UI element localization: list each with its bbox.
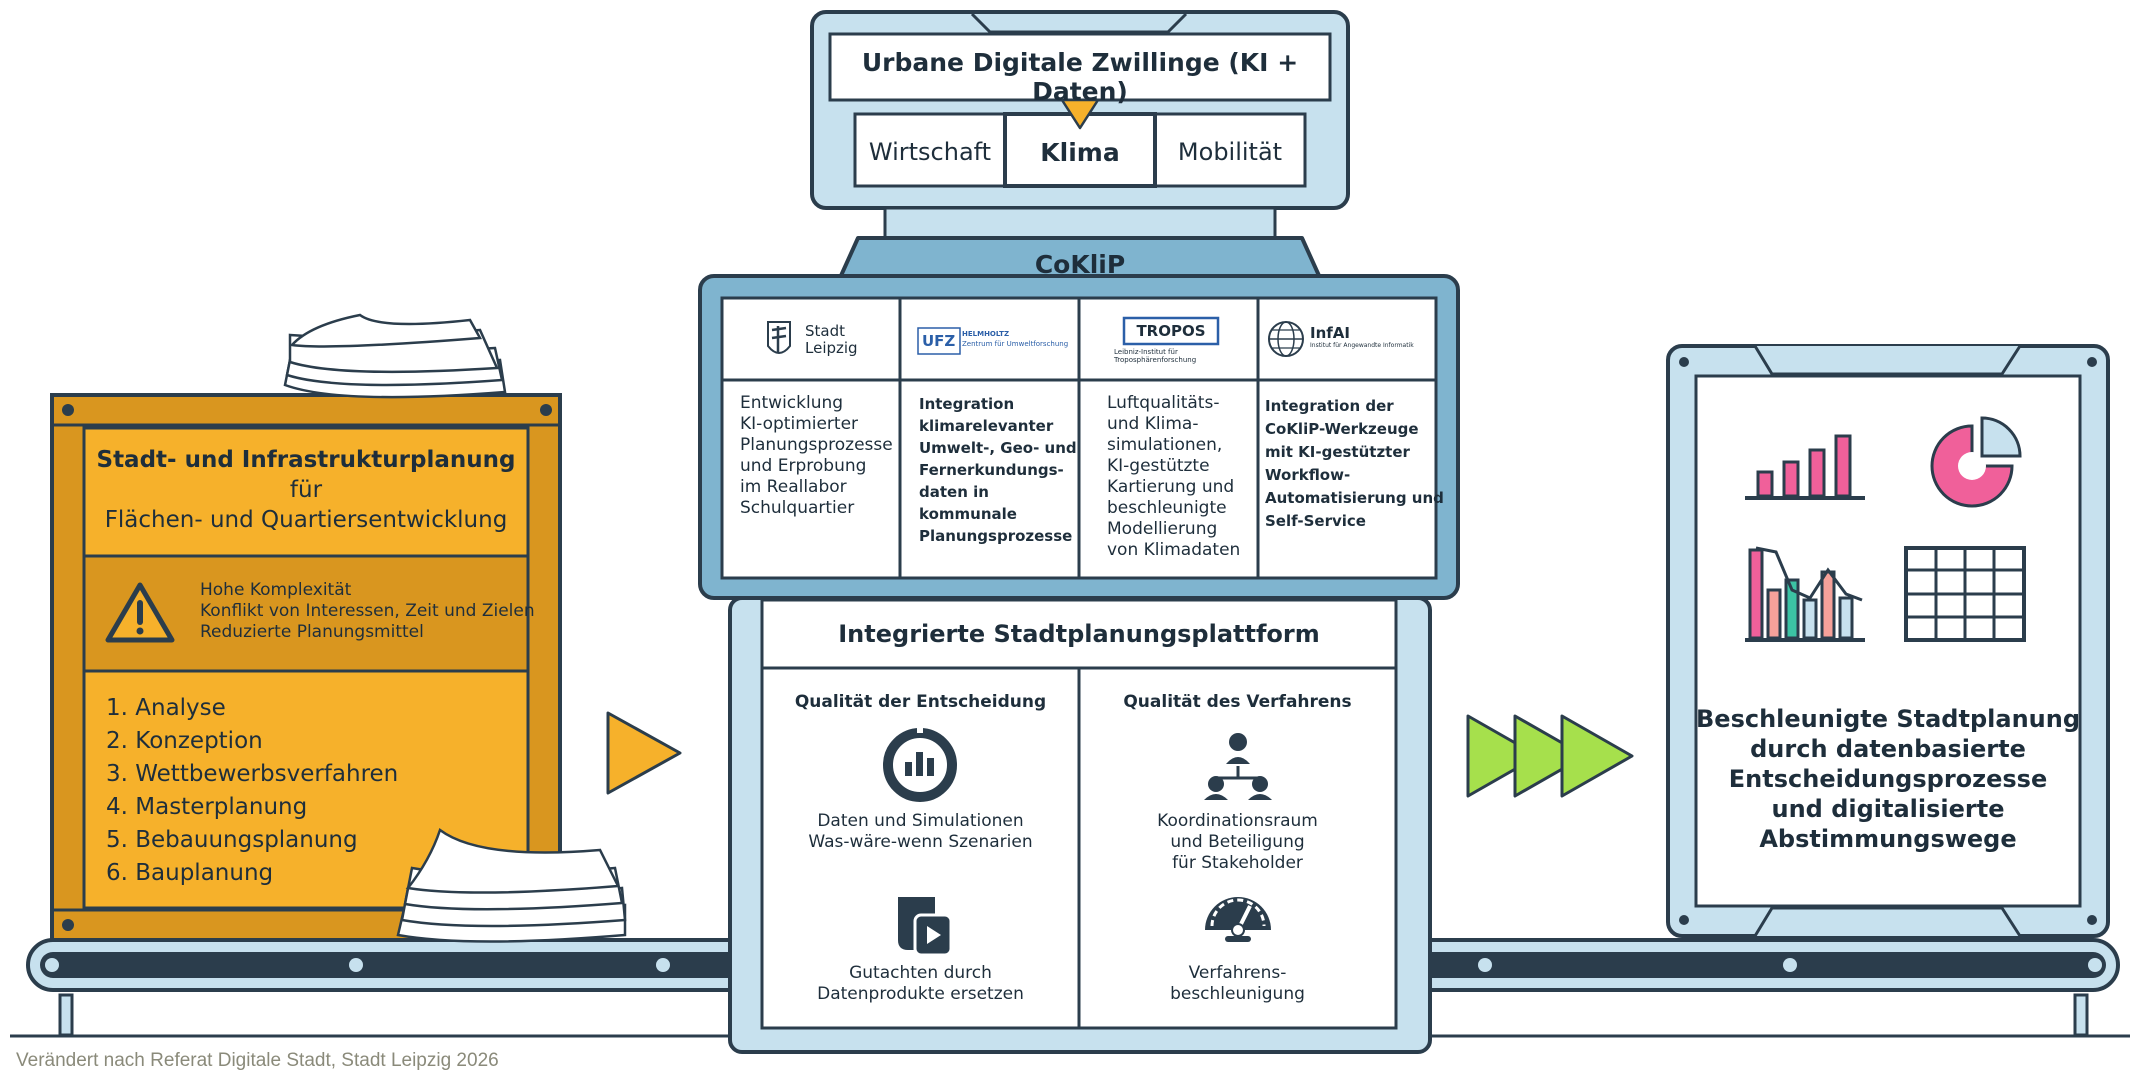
coklip-title: CoKliP (1034, 250, 1126, 279)
source-credit: Verändert nach Referat Digitale Stadt, S… (16, 1050, 499, 1071)
planning-steps: 1. Analyse 2. Konzeption 3. Wettbewerbsv… (106, 692, 398, 890)
partner-logo-leipzig: Stadt Leipzig (805, 322, 858, 357)
document-video-icon (898, 897, 953, 957)
warning-icon (105, 582, 175, 643)
step-bauplanung: 6. Bauplanung (106, 860, 274, 886)
column-heading-procedure: Qualität des Verfahrens (1123, 692, 1352, 712)
partner-logo-tropos-sub: Leibniz-Institut für Troposphärenforschu… (1114, 348, 1197, 364)
pie-chart-icon (1930, 416, 2022, 508)
step-analyse: 1. Analyse (106, 695, 226, 721)
planning-warnings: Hohe Komplexität Konflikt von Interessen… (200, 580, 535, 642)
leipzig-crest-icon (767, 321, 791, 354)
tropos-logo (1122, 316, 1220, 346)
tab-mobilitaet[interactable]: Mobilität (1177, 138, 1283, 166)
result-monitor (1666, 344, 2110, 938)
paper-stack-top (283, 313, 507, 399)
tab-wirtschaft[interactable]: Wirtschaft (868, 138, 992, 166)
colored-bars-icon (1745, 546, 1865, 642)
step-bebauungsplanung: 5. Bebauungsplanung (106, 827, 358, 853)
coklip-module (698, 236, 1460, 600)
data-chart-icon (883, 720, 957, 802)
planning-title: Stadt- und Infrastrukturplanung für Fläc… (96, 447, 516, 533)
step-konzeption: 2. Konzeption (106, 728, 263, 754)
bar-chart-icon (1745, 434, 1865, 500)
fast-forward-icon (1466, 714, 1634, 798)
step-masterplanung: 4. Masterplanung (106, 794, 308, 820)
arrow-right-icon (606, 711, 682, 795)
partner-logo-ufz: UFZ (922, 332, 956, 350)
tab-klima[interactable]: Klima (1040, 138, 1120, 167)
item-procedure-acceleration: Verfahrens-beschleunigung (1170, 963, 1305, 1004)
partner-logo-tropos: TROPOS (1136, 322, 1206, 340)
stakeholder-network-icon (1204, 733, 1272, 800)
partner-logo-helmholtz: HELMHOLTZ (962, 330, 1010, 338)
paper-stack-bottom (396, 827, 627, 943)
twins-title: Urbane Digitale Zwillinge (KI + Daten) (861, 48, 1299, 106)
column-heading-decision: Qualität der Entscheidung (794, 692, 1047, 712)
partner-logo-ufz-sub: Zentrum für Umweltforschung (962, 340, 1069, 348)
platform-module (728, 596, 1432, 1054)
speedometer-icon (1205, 897, 1271, 942)
infai-globe-icon (1268, 321, 1304, 357)
result-text: Beschleunigte Stadtplanung durch datenba… (1696, 705, 2080, 853)
platform-title: Integrierte Stadtplanungsplattform (838, 620, 1320, 648)
digital-twin-module (810, 10, 1350, 240)
table-grid-icon (1904, 546, 2026, 642)
step-wettbewerb: 3. Wettbewerbsverfahren (106, 761, 399, 787)
partner-logo-infai: InfAI (1310, 324, 1350, 342)
partner-text-tropos: Luftqualitäts-und Klima-simulationen,KI-… (1107, 393, 1241, 560)
ufz-logo (917, 327, 961, 355)
partner-logo-infai-sub: Institut für Angewandte Informatik (1310, 342, 1414, 349)
